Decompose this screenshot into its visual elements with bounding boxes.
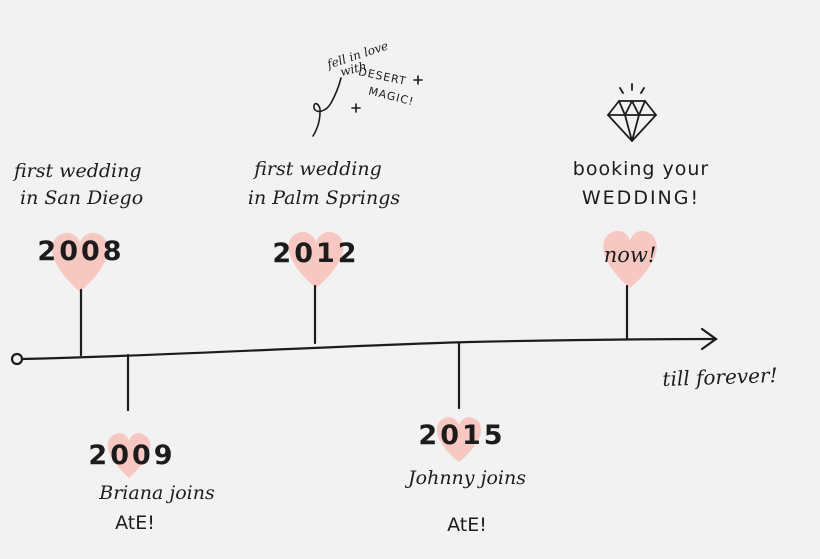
caption-2009-line-1: Briana joins	[99, 482, 215, 504]
year-2009: 2009	[88, 440, 176, 471]
heart-2009	[107, 433, 151, 478]
heart-2012	[288, 231, 344, 288]
timeline-axis	[10, 327, 718, 366]
heart-2008	[51, 232, 109, 292]
caption-2009-line-2: AtE!	[115, 512, 155, 534]
year-now: now!	[603, 243, 657, 267]
caption-now-line-1: booking your	[572, 158, 710, 180]
caption-2015-line-1: Johnny joins	[408, 467, 526, 489]
caption-2008-line-2: in San Diego	[20, 187, 144, 209]
caption-2012-line-2: in Palm Springs	[247, 187, 401, 209]
caption-2008-line-1: first wedding	[14, 160, 142, 182]
timeline-start-dot	[10, 352, 24, 366]
timeline-arrowhead	[700, 327, 718, 351]
diamond-icon	[607, 83, 657, 142]
heart-2015	[436, 417, 482, 462]
year-2015: 2015	[418, 420, 506, 451]
event-ticks	[79, 284, 629, 412]
caption-now-line-2: WEDDING!	[581, 187, 701, 209]
heart-now	[603, 230, 657, 288]
year-2012: 2012	[272, 238, 360, 269]
year-2008: 2008	[37, 236, 125, 267]
desert-doodle	[312, 75, 423, 137]
caption-2015-line-2: AtE!	[447, 514, 487, 536]
caption-2012-line-1: first wedding	[254, 158, 382, 180]
